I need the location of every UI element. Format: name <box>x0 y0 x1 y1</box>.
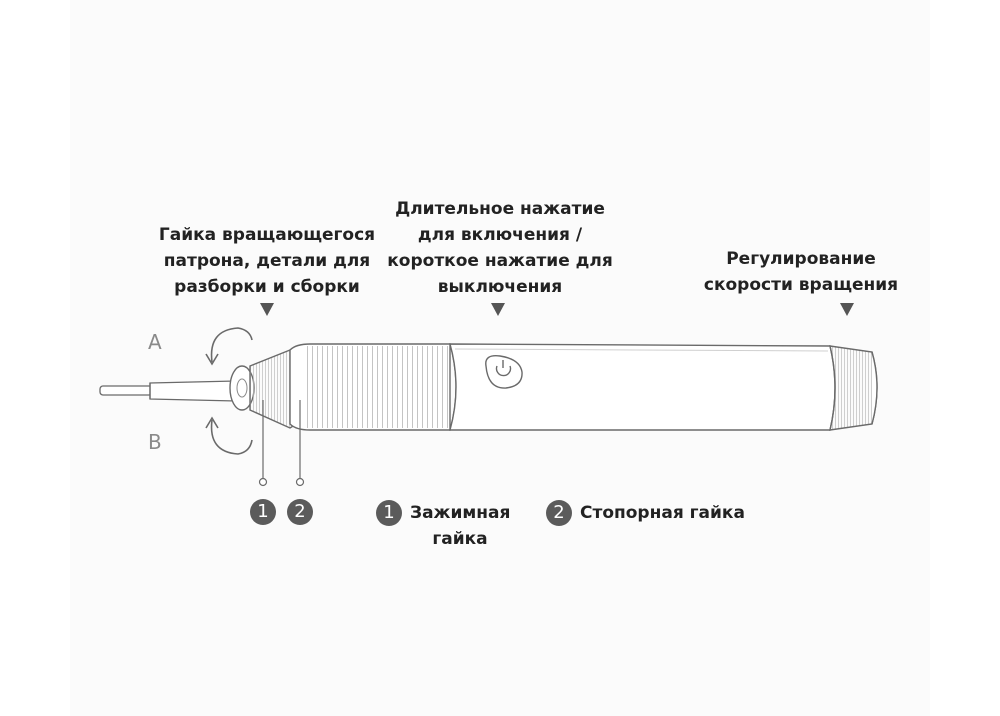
marker-1: 1 <box>250 499 276 525</box>
triangle-down-icon-button <box>491 303 505 316</box>
legend-badge-1: 1 <box>376 500 402 526</box>
legend-badge-2: 2 <box>546 500 572 526</box>
marker-leader-2 <box>295 400 305 487</box>
rotation-arrow-icon-a <box>205 327 253 366</box>
marker-2: 2 <box>287 499 313 525</box>
direction-label-a: A <box>148 330 162 354</box>
legend-item-clamping-nut: 1 Зажимная гайка <box>376 500 526 552</box>
power-icon <box>495 360 512 377</box>
triangle-down-icon-speed <box>840 303 854 316</box>
marker-leader-1 <box>258 400 268 487</box>
power-button[interactable] <box>485 355 523 389</box>
callout-speed-control: Регулирование скорости вращения <box>703 249 899 295</box>
callout-power-button: Длительное нажатие для включения / корот… <box>387 199 613 297</box>
callout-collet-nut: Гайка вращающегося патрона, детали для р… <box>158 225 376 297</box>
speed-control-dial[interactable] <box>829 345 878 431</box>
rotation-arrow-icon-b <box>205 416 253 455</box>
legend-label-2: Стопорная гайка <box>580 503 745 523</box>
direction-label-b: B <box>148 430 162 454</box>
legend-item-locking-nut: 2 Стопорная гайка <box>546 500 766 526</box>
triangle-down-icon-collet <box>260 303 274 316</box>
screwdriver-bit <box>99 380 237 402</box>
legend-label-1: Зажимная гайка <box>410 503 511 549</box>
knurled-grip <box>289 343 457 431</box>
